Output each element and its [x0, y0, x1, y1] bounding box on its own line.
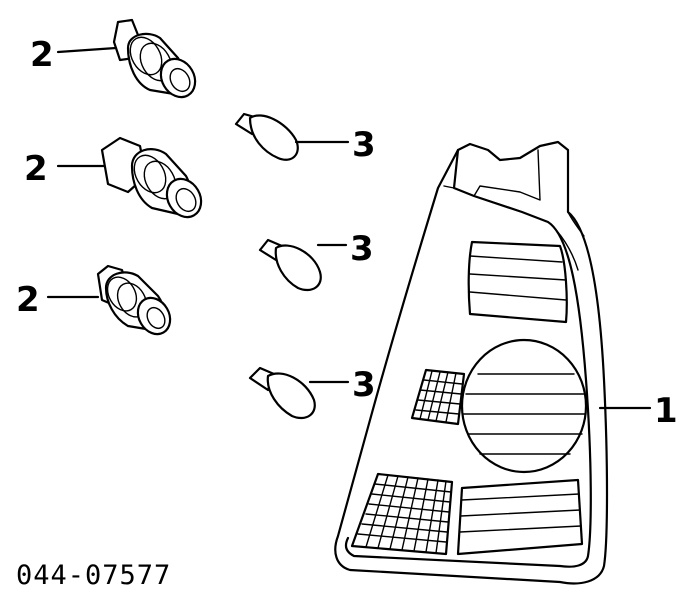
callout-bulb-top: 3 — [352, 125, 376, 165]
callout-socket-low: 2 — [16, 280, 40, 320]
bulb-socket-low-icon — [96, 264, 172, 336]
callout-bulb-low: 3 — [352, 365, 376, 405]
reflector-grid-small — [410, 368, 466, 426]
bulb-socket-mid-icon — [100, 136, 203, 219]
callout-bulb-mid: 3 — [350, 229, 374, 269]
wedge-bulb-mid-icon — [258, 238, 322, 292]
wedge-bulb-low-icon — [248, 366, 316, 420]
bulb-socket-top-icon — [112, 18, 197, 99]
diagram-part-number: 044-07577 — [16, 560, 171, 591]
tail-lamp-housing-icon — [334, 140, 609, 585]
callout-socket-mid: 2 — [24, 149, 48, 189]
callout-housing: 1 — [654, 391, 678, 431]
callout-socket-top: 2 — [30, 35, 54, 75]
reflector-grid-large — [350, 472, 454, 556]
leader-line-socket-top — [56, 46, 118, 54]
wedge-bulb-top-icon — [234, 112, 299, 161]
